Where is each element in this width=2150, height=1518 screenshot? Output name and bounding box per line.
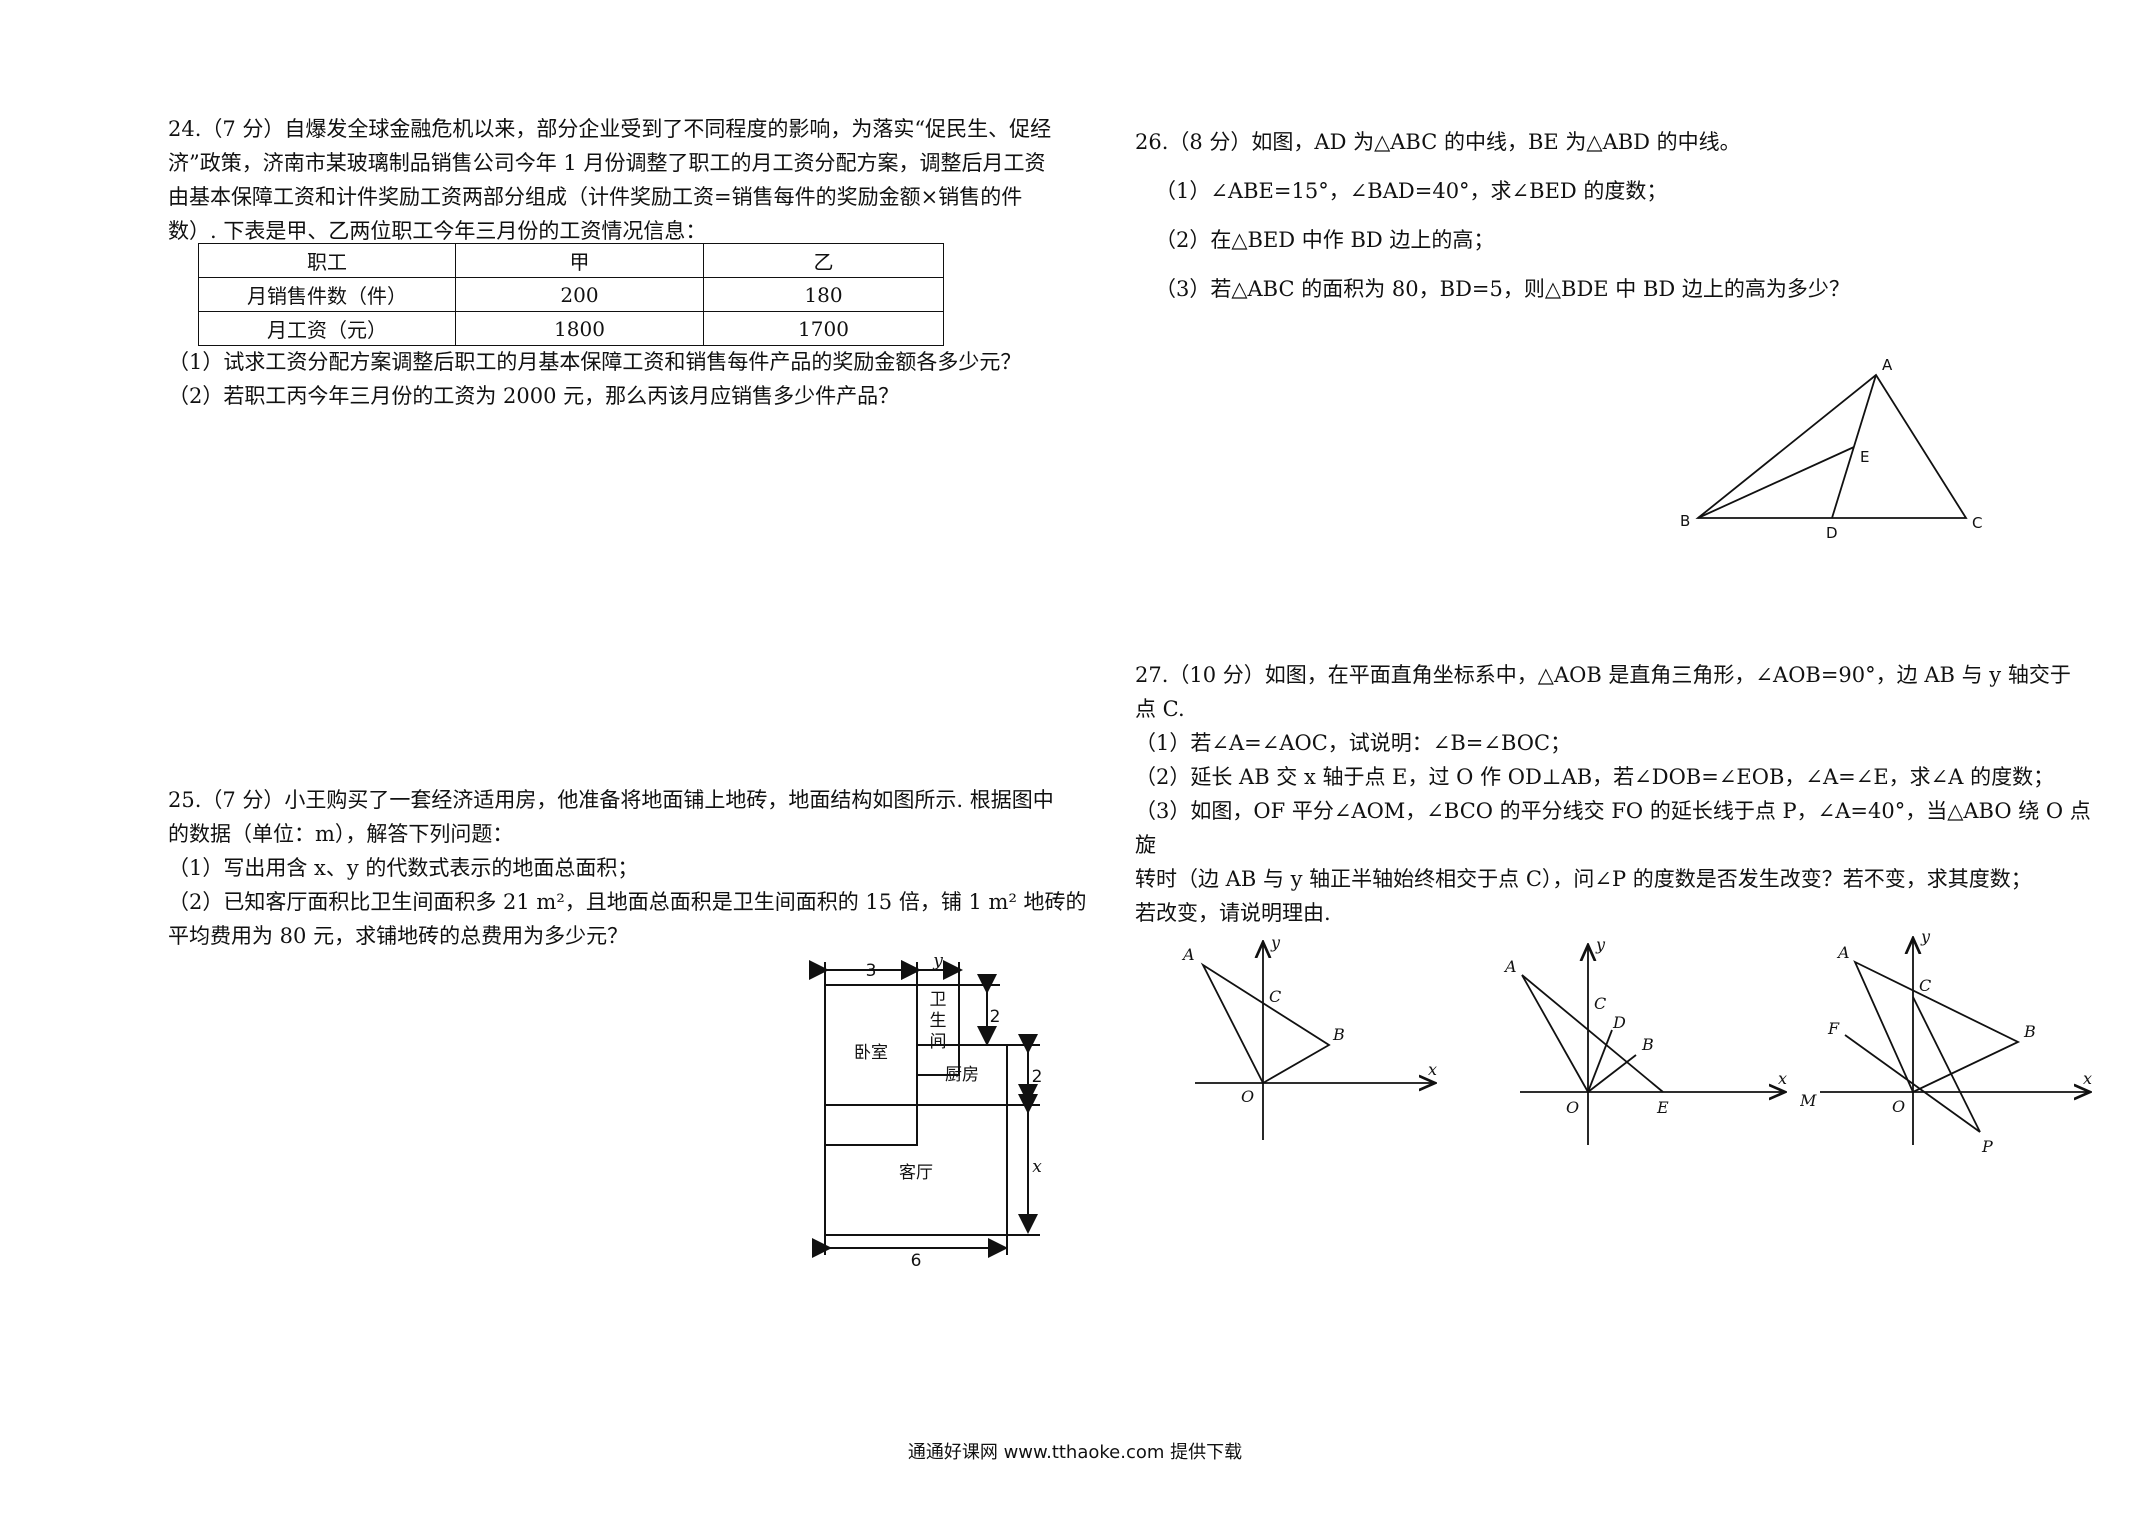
q27-sub3a: （3）如图，OF 平分∠AOM，∠BCO 的平分线交 FO 的延长线于点 P，∠… (1135, 799, 2091, 857)
q27-sub3c: 若改变，请说明理由. (1135, 901, 1331, 925)
table-row: 月销售件数（件） 200 180 (198, 277, 944, 312)
point-b-label: B (1680, 512, 1690, 530)
fig3-c-label: C (1919, 976, 1931, 995)
fig1-b-label: B (1332, 1025, 1345, 1044)
table-cell: 1700 (703, 311, 944, 346)
fig3-f-label: F (1827, 1019, 1840, 1038)
q24-line: 由基本保障工资和计件奖励工资两部分组成（计件奖励工资=销售每件的奖励金额×销售的… (168, 185, 1023, 209)
fig3-x-label: x (2083, 1069, 2092, 1088)
q25-text: 25.（7 分）小王购买了一套经济适用房，他准备将地面铺上地砖，地面结构如图所示… (168, 783, 1098, 953)
point-e-label: E (1860, 448, 1869, 466)
q26-sub2: （2）在△BED 中作 BD 边上的高； (1155, 228, 1495, 252)
table-header-cell: 甲 (455, 243, 704, 278)
fig2-x-label: x (1778, 1069, 1787, 1088)
fig1-x-label: x (1428, 1060, 1437, 1079)
q25-sub1: （1）写出用含 x、y 的代数式表示的地面总面积； (168, 856, 639, 880)
table-row: 月工资（元） 1800 1700 (198, 311, 944, 346)
dim-x-label: x (1032, 1157, 1042, 1177)
point-a-label: A (1882, 356, 1893, 374)
salary-table: 职工 甲 乙 月销售件数（件） 200 180 月工资（元） 1800 1700 (198, 243, 944, 346)
fig3-b-label: B (2023, 1022, 2036, 1041)
coordinate-figure-2: A B C D E O x y (1503, 935, 1787, 1145)
q27-sub2: （2）延长 AB 交 x 轴于点 E，过 O 作 OD⊥AB，若∠DOB=∠EO… (1135, 765, 2055, 789)
q25-line: 的数据（单位：m），解答下列问题： (168, 822, 514, 846)
q24-subquestions: （1）试求工资分配方案调整后职工的月基本保障工资和销售每件产品的奖励金额各多少元… (168, 345, 1098, 413)
fig1-a-label: A (1181, 945, 1195, 964)
q26-text: 26.（8 分）如图，AD 为△ABC 的中线，BE 为△ABD 的中线。 （1… (1135, 118, 2095, 314)
dim-2a-label: 2 (990, 1007, 1001, 1027)
q27-sub3b: 转时（边 AB 与 y 轴正半轴始终相交于点 C），问∠P 的度数是否发生改变？… (1135, 867, 2032, 891)
q25-sub2a: （2）已知客厅面积比卫生间面积多 21 m²，且地面总面积是卫生间面积的 15 … (168, 890, 1087, 914)
q25-line: 25.（7 分）小王购买了一套经济适用房，他准备将地面铺上地砖，地面结构如图所示… (168, 788, 1054, 812)
table-header-cell: 乙 (703, 243, 944, 278)
q27-text: 27.（10 分）如图，在平面直角坐标系中，△AOB 是直角三角形，∠AOB=9… (1135, 658, 2095, 930)
q26-title: 26.（8 分）如图，AD 为△ABC 的中线，BE 为△ABD 的中线。 (1135, 130, 1741, 154)
table-cell: 180 (703, 277, 944, 312)
fig1-y-label: y (1270, 933, 1281, 952)
dim-y-label: y (932, 951, 943, 971)
table-cell: 月销售件数（件） (198, 277, 456, 312)
q24-text: 24.（7 分）自爆发全球金融危机以来，部分企业受到了不同程度的影响，为落实“促… (168, 112, 1098, 248)
q26-sub1: （1）∠ABE=15°，∠BAD=40°，求∠BED 的度数； (1155, 179, 1668, 203)
room-bath-char: 生 (930, 1011, 947, 1031)
footer-credit: 通通好课网 www.tthaoke.com 提供下载 (907, 1442, 1243, 1463)
floor-plan-figure: 3 y 2 2 x 6 卫 生 间 卧室 厨房 客厅 (809, 951, 1043, 1270)
table-header-row: 职工 甲 乙 (198, 243, 944, 278)
q27-sub1: （1）若∠A=∠AOC，试说明：∠B=∠BOC； (1135, 731, 1572, 755)
room-bedroom-label: 卧室 (854, 1043, 888, 1063)
room-bath-char: 间 (930, 1032, 947, 1052)
fig2-d-label: D (1612, 1013, 1626, 1032)
triangle-abc-figure: A B C D E (1680, 356, 1982, 542)
room-kitchen-label: 厨房 (945, 1065, 979, 1085)
room-living-label: 客厅 (899, 1163, 933, 1183)
q24-sub2: （2）若职工丙今年三月份的工资为 2000 元，那么丙该月应销售多少件产品？ (168, 384, 900, 408)
fig2-c-label: C (1594, 994, 1606, 1013)
point-c-label: C (1972, 514, 1982, 532)
fig2-b-label: B (1641, 1035, 1654, 1054)
dim-3-label: 3 (866, 961, 877, 981)
q24-line: 济”政策，济南市某玻璃制品销售公司今年 1 月份调整了职工的月工资分配方案，调整… (168, 151, 1046, 175)
fig3-y-label: y (1920, 927, 1931, 946)
table-cell: 200 (455, 277, 704, 312)
point-d-label: D (1826, 524, 1838, 542)
room-bath-char: 卫 (930, 990, 947, 1010)
fig1-o-label: O (1241, 1087, 1254, 1106)
fig3-o-label: O (1892, 1097, 1905, 1116)
table-cell: 月工资（元） (198, 311, 456, 346)
q27-line2: 点 C. (1135, 697, 1185, 721)
q26-sub3: （3）若△ABC 的面积为 80，BD=5，则△BDE 中 BD 边上的高为多少… (1155, 277, 1850, 301)
table-header-cell: 职工 (198, 243, 456, 278)
q27-line1: 27.（10 分）如图，在平面直角坐标系中，△AOB 是直角三角形，∠AOB=9… (1135, 663, 2071, 687)
fig2-o-label: O (1566, 1098, 1579, 1117)
fig3-p-label: P (1981, 1137, 1993, 1156)
dim-2b-label: 2 (1032, 1067, 1043, 1087)
fig1-c-label: C (1269, 987, 1281, 1006)
q24-sub1: （1）试求工资分配方案调整后职工的月基本保障工资和销售每件产品的奖励金额各多少元… (168, 350, 1022, 374)
q24-line: 数）. 下表是甲、乙两位职工今年三月份的工资情况信息： (168, 219, 707, 243)
table-cell: 1800 (455, 311, 704, 346)
q24-line: 24.（7 分）自爆发全球金融危机以来，部分企业受到了不同程度的影响，为落实“促… (168, 117, 1052, 141)
fig3-m-label: M (1800, 1091, 1817, 1110)
fig2-a-label: A (1503, 957, 1517, 976)
dim-6-label: 6 (911, 1251, 922, 1270)
fig2-e-label: E (1656, 1098, 1669, 1117)
coordinate-figure-3: A B C F M O P x y (1800, 927, 2092, 1156)
q25-sub2b: 平均费用为 80 元，求铺地砖的总费用为多少元？ (168, 924, 629, 948)
coordinate-figure-1: A B C O x y (1181, 933, 1437, 1140)
fig2-y-label: y (1595, 935, 1606, 954)
fig3-a-label: A (1836, 943, 1850, 962)
